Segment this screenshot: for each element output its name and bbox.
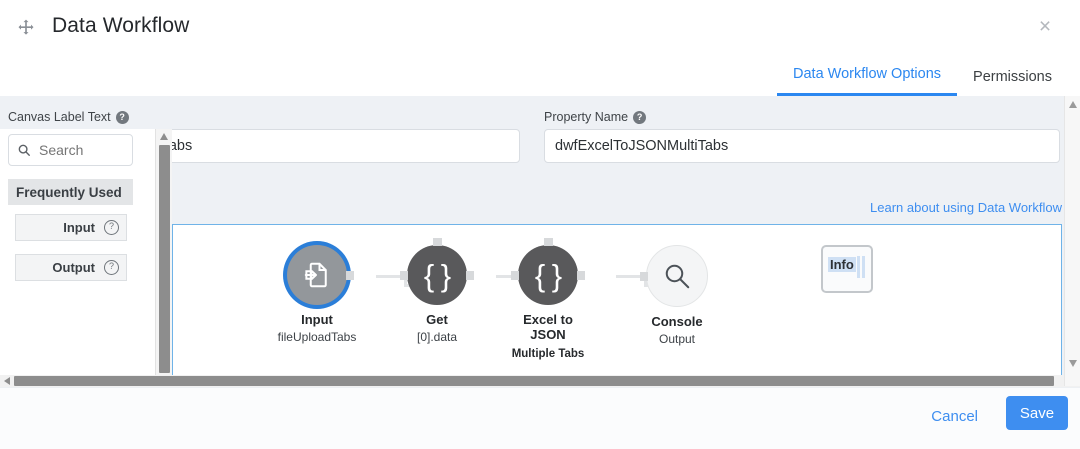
node-label: Excel to JSON: [523, 312, 573, 342]
node-sublabel: Multiple Tabs: [511, 348, 585, 360]
workflow-node-input[interactable]: Input fileUploadTabs: [258, 245, 376, 344]
tool-sidebar: Frequently Used Input ? Output ?: [0, 129, 155, 381]
node-sublabel: [0].data: [416, 330, 458, 344]
node-port-left: [640, 272, 648, 281]
scroll-up-icon[interactable]: [159, 132, 169, 142]
modal-header: Data Workflow × Data Workflow Options Pe…: [0, 0, 1080, 96]
property-name-label: Property Name ?: [544, 110, 1060, 124]
tool-item-input[interactable]: Input ?: [15, 214, 127, 241]
save-button[interactable]: Save: [1006, 396, 1068, 430]
help-icon[interactable]: ?: [104, 220, 119, 235]
workflow-canvas[interactable]: Input fileUploadTabs { } Get [0].data { …: [172, 224, 1062, 378]
horizontal-scrollbar[interactable]: [0, 375, 1080, 387]
node-label: Get: [426, 312, 448, 327]
node-sublabel: fileUploadTabs: [277, 330, 357, 344]
info-card-label: Info: [828, 257, 856, 272]
info-card-bar: [857, 256, 860, 278]
braces-icon: { }: [423, 257, 451, 293]
workflow-node-get[interactable]: { } Get [0].data: [378, 238, 496, 344]
node-port-right: [466, 271, 474, 280]
help-icon[interactable]: ?: [633, 110, 647, 124]
node-port-top: [544, 238, 553, 246]
horizontal-scroll-thumb[interactable]: [14, 376, 1054, 386]
workflow-node-console[interactable]: Console Output: [618, 245, 736, 346]
sidebar-scroll-thumb[interactable]: [158, 145, 170, 373]
file-import-icon: [302, 260, 332, 290]
node-sublabel: Output: [658, 332, 696, 346]
node-port-left: [511, 271, 519, 280]
close-icon[interactable]: ×: [1038, 15, 1052, 38]
frequently-used-header: Frequently Used: [8, 179, 133, 205]
node-port-left: [400, 271, 408, 280]
property-name-input[interactable]: [544, 129, 1060, 163]
property-name-field: Property Name ?: [544, 110, 1060, 163]
workflow-node-excel-to-json[interactable]: { } Excel to JSON Multiple Tabs: [498, 238, 598, 361]
learn-about-data-workflow-link[interactable]: Learn about using Data Workflow: [870, 200, 1062, 215]
tool-item-label: Output: [52, 260, 95, 275]
vertical-scrollbar[interactable]: [1064, 96, 1080, 386]
scroll-up-icon[interactable]: [1068, 100, 1078, 110]
info-card[interactable]: Info: [821, 245, 873, 293]
page-title: Data Workflow: [52, 14, 190, 37]
node-port-right: [577, 271, 585, 280]
help-icon[interactable]: ?: [115, 110, 129, 124]
node-circle[interactable]: { }: [400, 238, 474, 305]
node-circle[interactable]: [640, 245, 708, 307]
modal-footer: Cancel Save: [0, 387, 1080, 449]
info-card-bar: [862, 256, 865, 278]
property-name-label-text: Property Name: [544, 110, 629, 124]
node-label: Input: [301, 312, 333, 327]
scroll-down-icon[interactable]: [1068, 358, 1078, 368]
node-port-top: [433, 238, 442, 246]
tab-data-workflow-options[interactable]: Data Workflow Options: [777, 66, 958, 96]
move-icon[interactable]: [16, 18, 36, 38]
node-port-right: [346, 271, 354, 280]
braces-icon: { }: [534, 257, 562, 293]
sidebar-scrollbar[interactable]: [155, 129, 172, 381]
help-icon[interactable]: ?: [104, 260, 119, 275]
tab-bar: Data Workflow Options Permissions: [777, 58, 1068, 96]
cancel-button[interactable]: Cancel: [931, 408, 978, 425]
node-label: Console: [651, 314, 703, 329]
node-circle[interactable]: { }: [511, 238, 585, 305]
search-input[interactable]: [37, 141, 131, 159]
tool-item-label: Input: [63, 220, 95, 235]
tool-item-output[interactable]: Output ?: [15, 254, 127, 281]
tab-permissions[interactable]: Permissions: [973, 69, 1052, 85]
node-circle[interactable]: [287, 245, 354, 305]
canvas-label-label-text: Canvas Label Text: [8, 110, 111, 124]
search-icon: [662, 261, 692, 291]
scroll-left-icon[interactable]: [2, 376, 12, 386]
canvas-label-text-label: Canvas Label Text ?: [8, 110, 520, 124]
search-icon: [17, 143, 31, 157]
search-box[interactable]: [8, 134, 133, 166]
